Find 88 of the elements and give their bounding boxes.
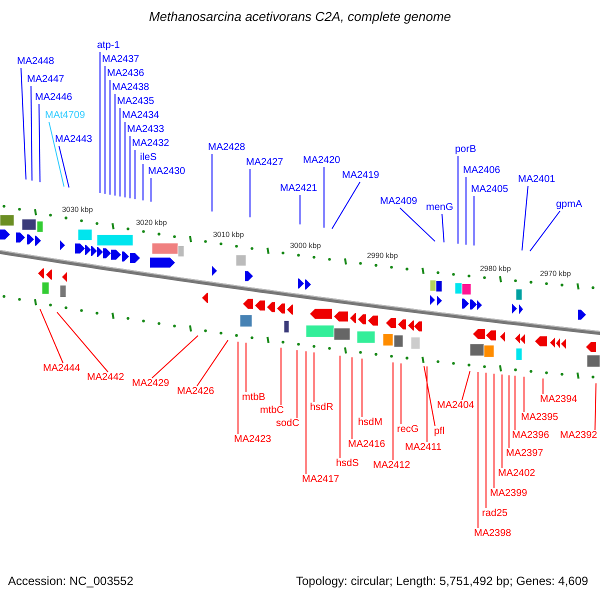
leader-line: [462, 370, 470, 400]
gene-label: MA2430: [148, 166, 186, 178]
gene-label: MA2399: [490, 488, 528, 500]
gene-label: MA2397: [506, 448, 544, 460]
gene-label: MA2404: [437, 400, 474, 412]
gene-label: MA2394: [540, 394, 578, 406]
gene-label: MA2398: [474, 528, 512, 540]
gene-label: MA2437: [102, 54, 140, 66]
gene-label: MA2423: [234, 434, 272, 446]
gene-label: MA2432: [132, 138, 170, 150]
gene-label: MA2429: [132, 378, 170, 390]
leader-line: [134, 150, 136, 200]
gene-label: ileS: [140, 152, 157, 164]
gene-label: MA2434: [122, 110, 160, 122]
gene-label: MA2419: [342, 170, 380, 182]
gene-label: hsdS: [336, 458, 359, 470]
leader-line: [58, 146, 70, 188]
leader-line: [332, 182, 360, 230]
gene-label: MA2427: [246, 157, 284, 169]
gene-label: atp-1: [97, 40, 120, 52]
gene-label: MA2411: [405, 442, 442, 454]
leader-line: [442, 214, 444, 243]
gene-label: MA2436: [107, 68, 144, 80]
leader-line: [38, 104, 40, 183]
gene-label: MA2396: [512, 430, 550, 442]
gene-label: MA2405: [471, 184, 508, 196]
gene-label: pfl: [434, 426, 445, 438]
leader-line: [124, 122, 126, 198]
gene-label: MA2417: [302, 474, 340, 486]
leader-line: [150, 178, 152, 202]
gene-label: gpmA: [556, 199, 582, 211]
gene-label: MA2438: [112, 82, 150, 94]
gene-label: MA2435: [117, 96, 154, 108]
gene-label: MA2416: [348, 439, 386, 451]
leader-line: [56, 312, 108, 372]
footer-note: Accession: NC_003552: [8, 574, 134, 588]
leader-line: [152, 335, 198, 378]
leader-line: [508, 374, 510, 448]
map-title: Methanosarcina acetivorans C2A, complete genome: [148, 9, 452, 24]
leader-line: [48, 122, 64, 188]
leader-line: [542, 378, 544, 394]
leader-line: [114, 94, 116, 196]
leader-line: [20, 68, 26, 180]
leader-line: [530, 210, 560, 252]
gene-label: MA2406: [463, 165, 500, 177]
gene-label: hsdR: [310, 402, 334, 414]
leader-line: [392, 362, 394, 460]
gene-label: MA2444: [43, 363, 80, 375]
leader-line: [400, 208, 436, 242]
gene-label: MA2421: [280, 183, 318, 195]
leader-line: [142, 164, 144, 201]
leader-line: [424, 366, 436, 426]
gene-label: MA2447: [27, 74, 64, 86]
gene-label: MA2443: [55, 134, 92, 146]
gene-label: mtbC: [260, 405, 284, 417]
gene-label: MA2392: [560, 430, 598, 442]
gene-label: hsdM: [358, 417, 382, 429]
leader-line: [426, 366, 428, 442]
leader-line: [196, 340, 228, 386]
gene-label: MA2395: [521, 412, 558, 424]
gene-label: MA2420: [303, 155, 340, 167]
leader-line: [40, 308, 64, 364]
gene-label: MA2426: [177, 386, 214, 398]
gene-label: MA2442: [87, 372, 124, 384]
leader-line: [514, 375, 516, 430]
footer-note: Topology: circular; Length: 5,751,492 bp; Genes: 4,609: [296, 574, 588, 588]
gene-label: porB: [455, 144, 476, 156]
leader-line: [522, 186, 528, 251]
leader-line: [280, 347, 282, 406]
gene-label: MA2448: [17, 56, 54, 68]
gene-label: menG: [426, 202, 454, 214]
leader-line: [594, 382, 596, 430]
leader-line: [400, 362, 402, 424]
leader-line: [104, 66, 106, 194]
gene-label: MA2412: [373, 460, 410, 472]
leader-line: [296, 350, 298, 418]
gene-label: MAt4709: [45, 110, 86, 122]
gene-label: rad25: [482, 508, 508, 520]
gene-label: MA2446: [35, 92, 72, 104]
gene-label: sodC: [276, 418, 300, 430]
gene-label: MA2401: [518, 174, 556, 186]
gene-label: recG: [397, 424, 419, 436]
gene-label: MA2402: [498, 468, 536, 480]
leader-line: [30, 86, 32, 182]
gene-label: MA2433: [127, 124, 164, 136]
gene-label: MA2428: [208, 142, 246, 154]
gene-label: mtbB: [242, 392, 266, 404]
gene-label: MA2409: [380, 196, 418, 208]
